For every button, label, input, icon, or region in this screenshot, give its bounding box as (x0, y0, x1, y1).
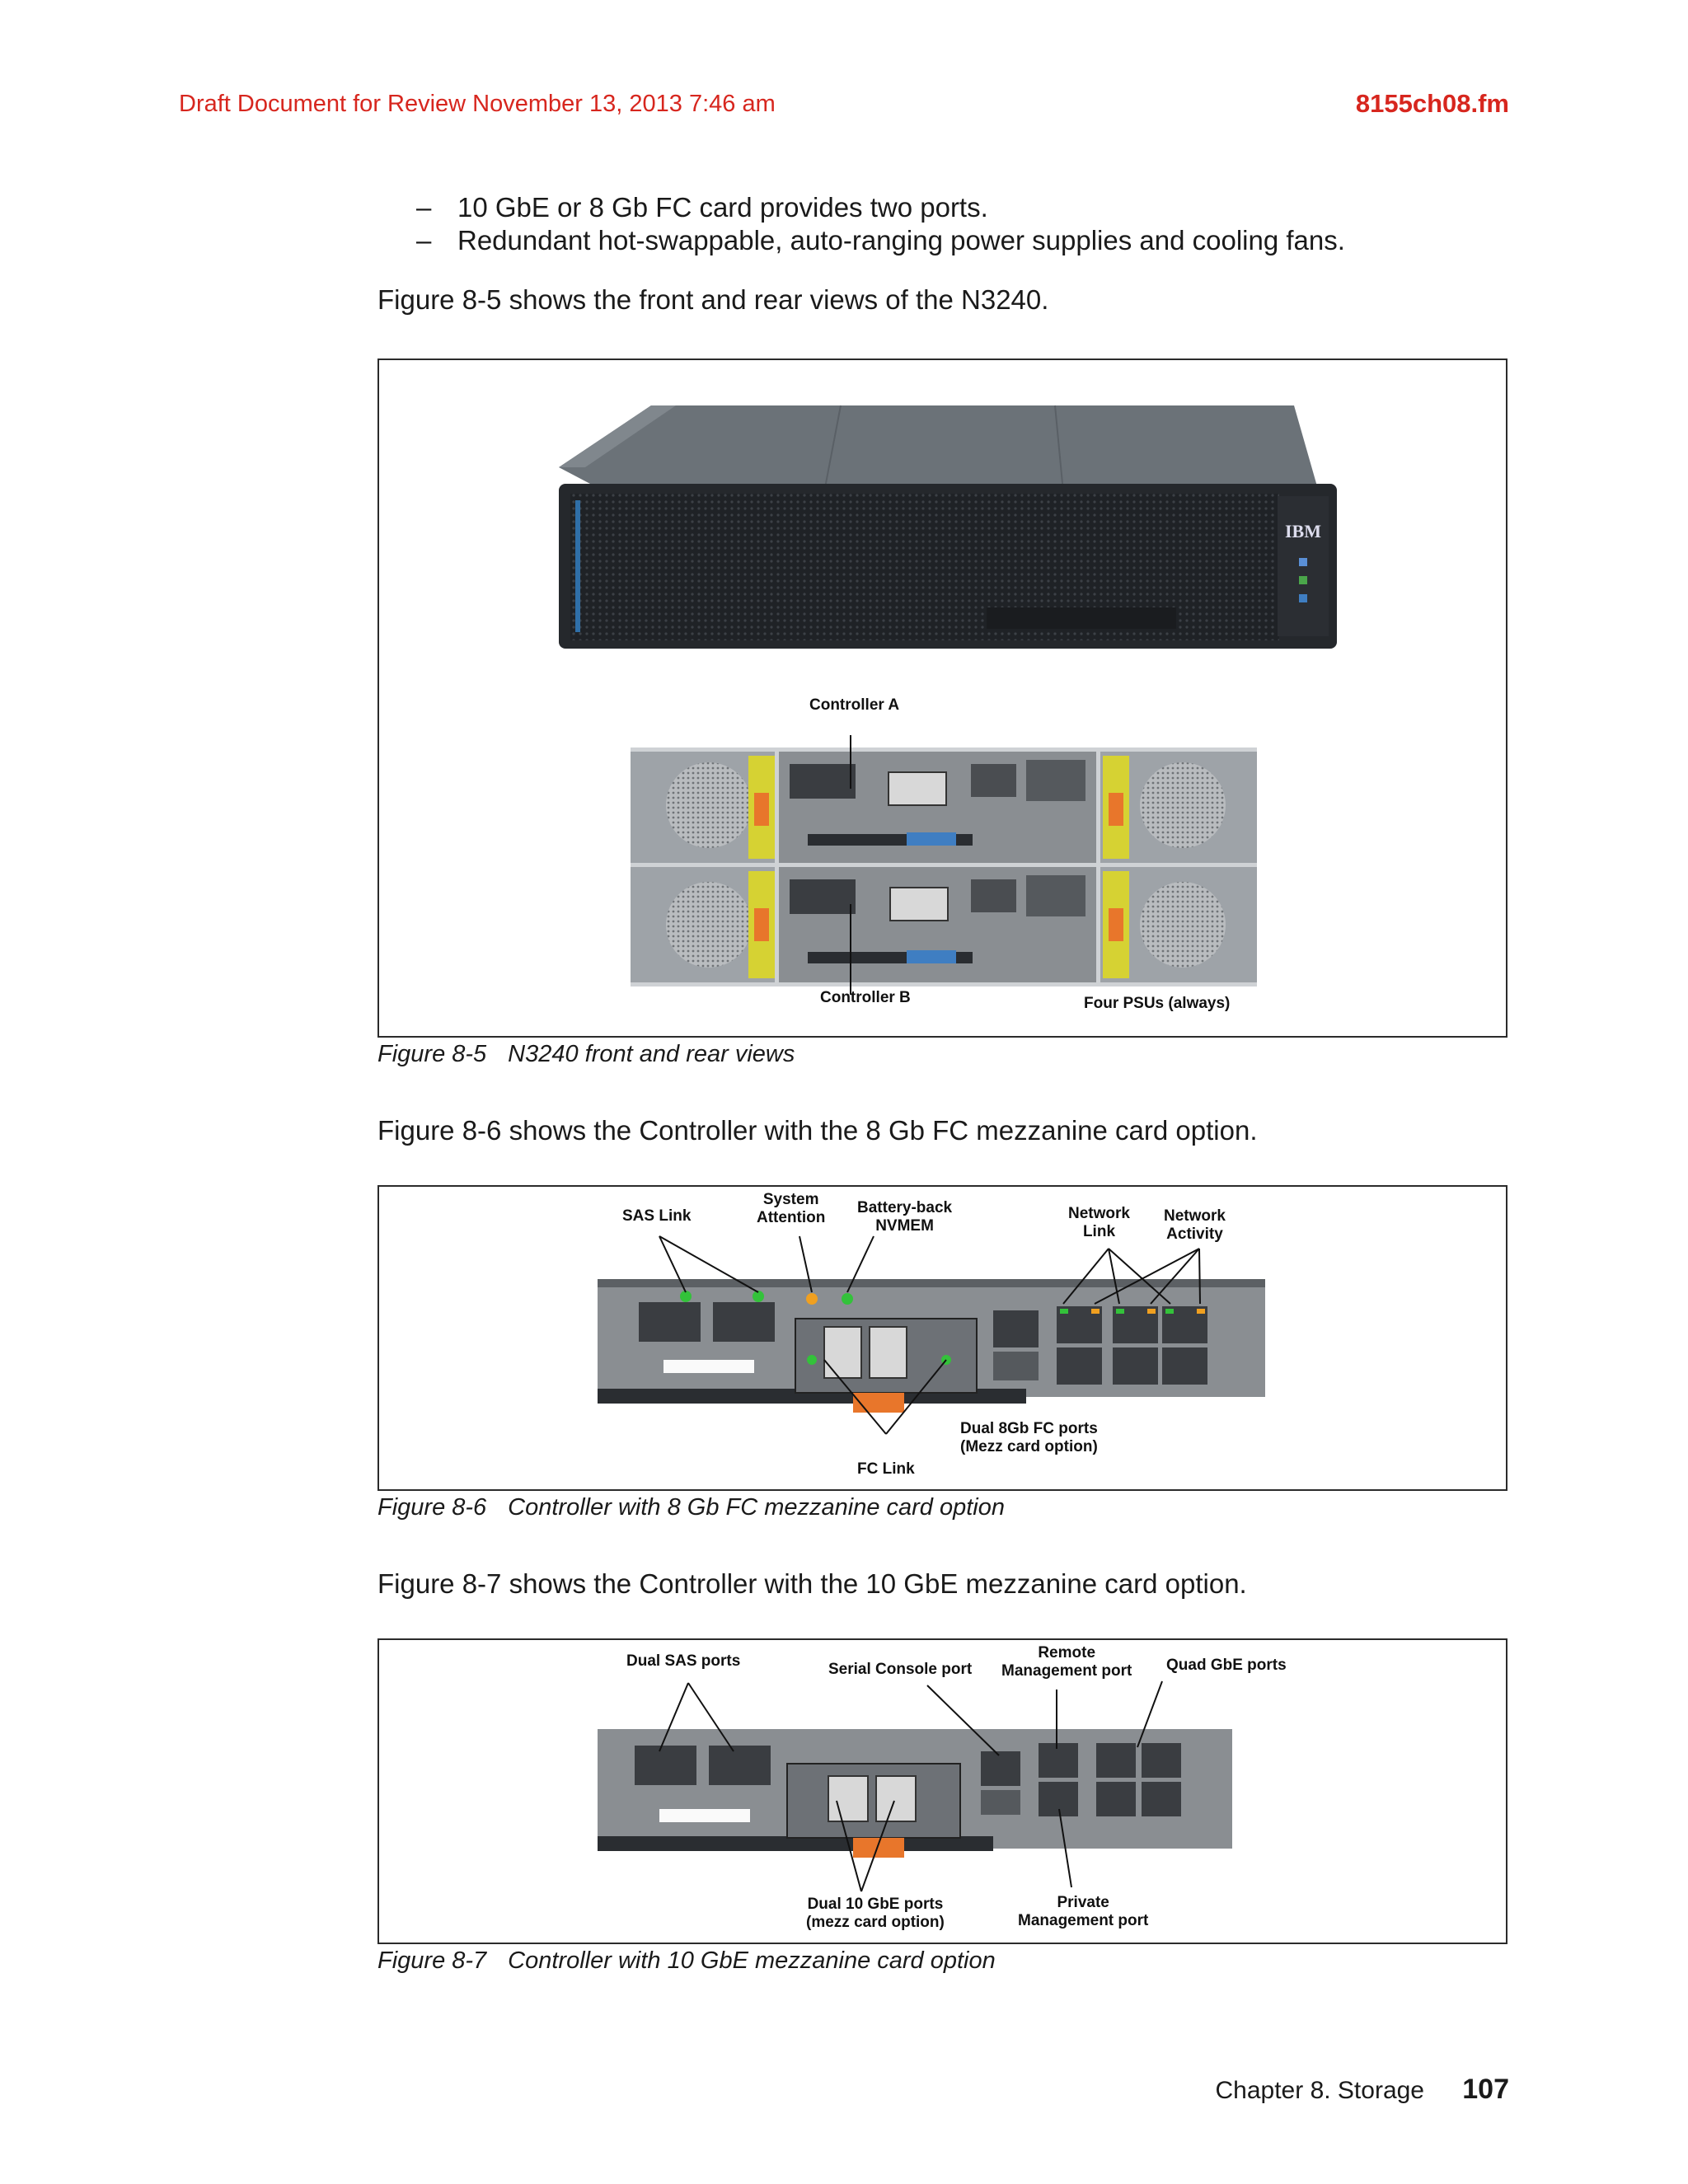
figure-8-7-caption: Figure 8-7 Controller with 10 GbE mezzani… (377, 1947, 996, 1975)
label-line: Dual 10 GbE ports (807, 1896, 944, 1913)
label-line: Activity (1166, 1226, 1223, 1243)
label-controller-b: Controller B (820, 989, 911, 1006)
controller-10gbe (598, 1729, 1232, 1858)
figure-8-6-illustration (598, 1235, 1265, 1435)
paragraph-figure-8-6-intro: Figure 8-6 shows the Controller with the… (377, 1115, 1258, 1146)
paragraph-figure-8-7-intro: Figure 8-7 shows the Controller with the… (377, 1568, 1247, 1599)
paragraph-figure-8-5-intro: Figure 8-5 shows the front and rear view… (377, 284, 1049, 315)
bullet-list: – 10 GbE or 8 Gb FC card provides two po… (416, 191, 1345, 257)
label-line: NVMEM (875, 1217, 934, 1235)
n3240-rear-chassis (631, 748, 1257, 987)
label-network-link: Network Link (1068, 1205, 1130, 1241)
bullet-dash: – (416, 192, 432, 223)
footer-chapter: Chapter 8. Storage (1215, 2077, 1425, 2104)
label-sas-link: SAS Link (622, 1207, 692, 1225)
label-line: (Mezz card option) (960, 1438, 1098, 1455)
callout-lines (659, 1680, 1163, 1892)
header-draft-notice: Draft Document for Review November 13, 2… (179, 91, 776, 117)
label-controller-a: Controller A (809, 696, 900, 714)
label-line: Management port (1001, 1662, 1132, 1680)
bullet-text: Redundant hot-swappable, auto-ranging po… (457, 225, 1345, 255)
label-line: Management port (1018, 1912, 1149, 1929)
label-line: Link (1082, 1223, 1116, 1240)
label-line: Network (1068, 1205, 1130, 1222)
label-dual-sas-ports: Dual SAS ports (626, 1652, 741, 1670)
label-remote-management-port: Remote Management port (1001, 1644, 1132, 1680)
figure-caption-text: Controller with 8 Gb FC mezzanine card o… (508, 1494, 1005, 1521)
bullet-dash: – (416, 225, 432, 255)
label-line: Remote (1038, 1644, 1096, 1661)
figure-number: Figure 8-7 (377, 1947, 487, 1974)
label-quad-gbe-ports: Quad GbE ports (1166, 1657, 1287, 1674)
footer-page-number: 107 (1462, 2074, 1509, 2105)
header-file-name: 8155ch08.fm (1355, 89, 1509, 118)
figure-8-5-illustration: IBM (559, 405, 1337, 995)
controller-8gb-fc (598, 1279, 1265, 1413)
label-system-attention: System Attention (757, 1191, 825, 1227)
figure-caption-text: N3240 front and rear views (508, 1041, 795, 1067)
callout-lines (659, 1235, 1201, 1435)
figure-number: Figure 8-5 (377, 1041, 487, 1067)
figure-8-5-box: IBM (377, 359, 1507, 1038)
bullet-item: – Redundant hot-swappable, auto-ranging … (416, 224, 1345, 257)
label-battery-nvmem: Battery-back NVMEM (857, 1199, 952, 1235)
label-line: System (762, 1191, 819, 1208)
figure-caption-text: Controller with 10 GbE mezzanine card op… (508, 1947, 996, 1974)
label-network-activity: Network Activity (1164, 1207, 1226, 1244)
label-line: (mezz card option) (806, 1914, 945, 1931)
label-line: Attention (757, 1209, 826, 1226)
label-serial-console-port: Serial Console port (828, 1661, 973, 1678)
bullet-item: – 10 GbE or 8 Gb FC card provides two po… (416, 191, 1345, 224)
figure-8-7-illustration (598, 1680, 1232, 1892)
label-line: Network (1164, 1207, 1226, 1225)
label-dual-8gb-fc: Dual 8Gb FC ports (Mezz card option) (960, 1420, 1098, 1456)
label-fc-link: FC Link (857, 1460, 915, 1478)
figure-8-5-caption: Figure 8-5 N3240 front and rear views (377, 1041, 795, 1068)
label-private-management-port: Private Management port (1018, 1894, 1148, 1930)
label-line: Dual 8Gb FC ports (960, 1420, 1098, 1437)
svg-text:IBM: IBM (1285, 521, 1321, 541)
label-line: Battery-back (857, 1199, 953, 1216)
label-dual-10gbe-ports: Dual 10 GbE ports (mezz card option) (806, 1896, 945, 1932)
figure-number: Figure 8-6 (377, 1494, 487, 1521)
n3240-front-chassis: IBM (559, 405, 1337, 649)
figure-8-7-box: Dual SAS ports Serial Console port Remot… (377, 1638, 1507, 1944)
figure-8-6-box: SAS Link System Attention Battery-back N… (377, 1185, 1507, 1491)
label-line: Private (1057, 1894, 1109, 1911)
label-four-psus: Four PSUs (always) (1084, 995, 1231, 1012)
figure-8-6-caption: Figure 8-6 Controller with 8 Gb FC mezzan… (377, 1494, 1005, 1521)
bullet-text: 10 GbE or 8 Gb FC card provides two port… (457, 192, 988, 223)
